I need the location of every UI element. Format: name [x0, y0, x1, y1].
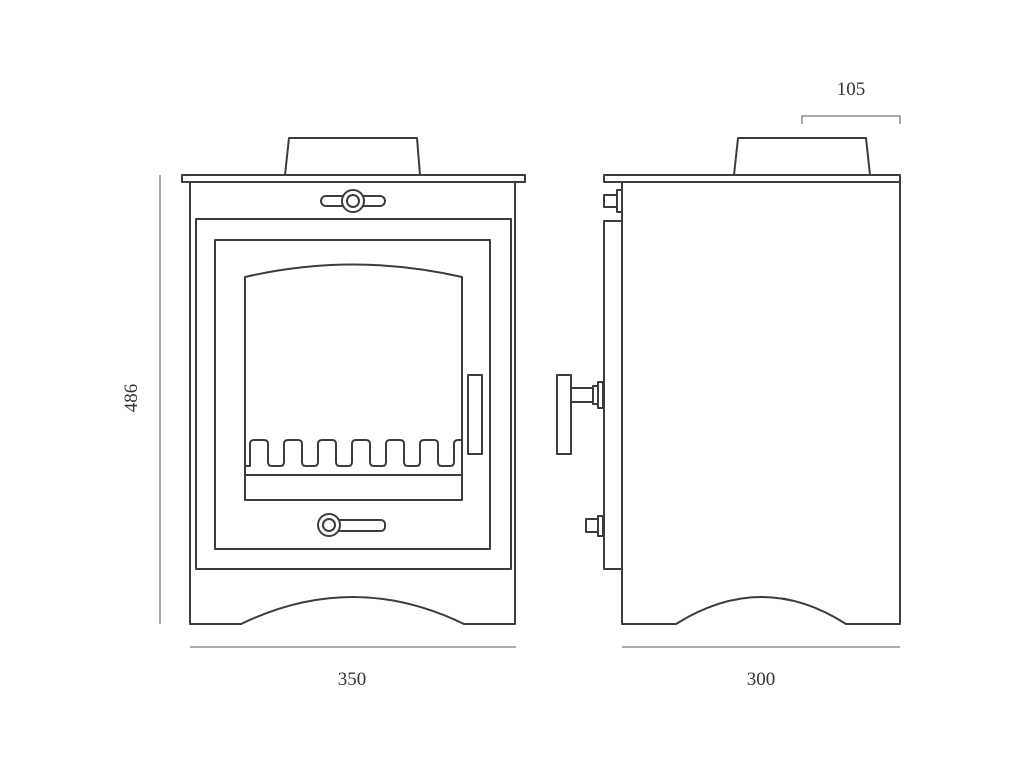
air-control-top [320, 189, 386, 213]
front-body [189, 182, 516, 625]
side-top-knob [603, 189, 623, 213]
front-width-label: 350 [337, 669, 367, 690]
side-depth-label: 300 [746, 669, 776, 690]
front-top-plate [181, 174, 526, 183]
front-view [181, 137, 526, 625]
flue-offset-dimension-line [801, 115, 901, 124]
side-bottom-knob [585, 515, 604, 537]
air-control-bottom [317, 513, 386, 537]
grate [245, 439, 462, 467]
side-flue-collar [733, 137, 871, 176]
door-handle [467, 374, 483, 455]
side-door [603, 220, 623, 570]
side-view [556, 137, 901, 625]
flue-offset-label: 105 [836, 79, 866, 100]
door [214, 239, 491, 550]
door-frame [195, 218, 512, 570]
side-handle [556, 374, 604, 455]
dimension-lines [159, 115, 901, 648]
front-flue-collar [284, 137, 421, 176]
height-label: 486 [121, 383, 142, 413]
glass-window [244, 263, 463, 501]
side-body [621, 182, 901, 625]
side-top-plate [603, 174, 901, 183]
